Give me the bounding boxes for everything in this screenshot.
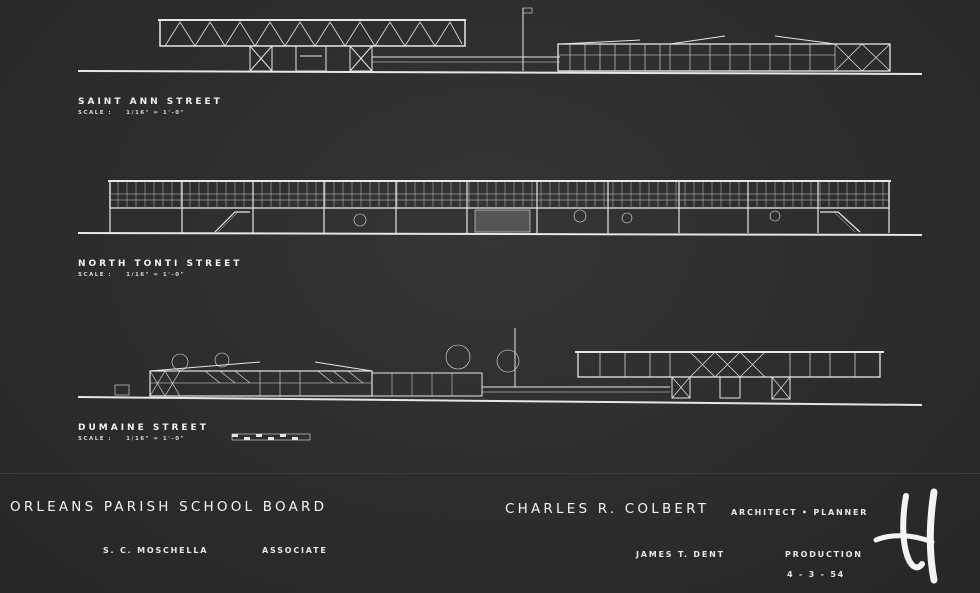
elevation-north-tonti [77, 180, 923, 236]
title-block-divider [0, 473, 980, 474]
elevation-1-scale-label: SCALE : [78, 110, 113, 116]
architect-monogram-logo [873, 488, 938, 584]
elevation-3-scale: SCALE : 1/16" = 1'-0" [78, 436, 199, 442]
elevation-saint-ann [77, 7, 923, 75]
associate-name: S. C. MOSCHELLA [103, 546, 209, 555]
elevation-1-scale-value: 1/16" = 1'-0" [126, 110, 185, 116]
elevation-dumaine [77, 328, 923, 441]
client-name: ORLEANS PARISH SCHOOL BOARD [10, 499, 328, 515]
elevation-2-scale-label: SCALE : [78, 272, 113, 278]
drawing-date: 4 - 3 - 54 [787, 570, 846, 579]
elevation-1-title: SAINT ANN STREET [78, 97, 223, 107]
production-role: PRODUCTION [785, 550, 863, 559]
architect-role: ARCHITECT • PLANNER [731, 508, 869, 517]
elevation-3-title: DUMAINE STREET [78, 423, 209, 433]
elevation-3-scale-label: SCALE : [78, 436, 113, 442]
associate-role: ASSOCIATE [262, 546, 328, 555]
elevation-2-title: NORTH TONTI STREET [78, 259, 243, 269]
production-name: JAMES T. DENT [636, 550, 725, 559]
elevation-1-scale: SCALE : 1/16" = 1'-0" [78, 110, 199, 116]
elevation-2-scale-value: 1/16" = 1'-0" [126, 272, 185, 278]
elevation-2-scale: SCALE : 1/16" = 1'-0" [78, 272, 199, 278]
architect-name: CHARLES R. COLBERT [505, 501, 710, 517]
elevation-3-scale-value: 1/16" = 1'-0" [126, 436, 185, 442]
